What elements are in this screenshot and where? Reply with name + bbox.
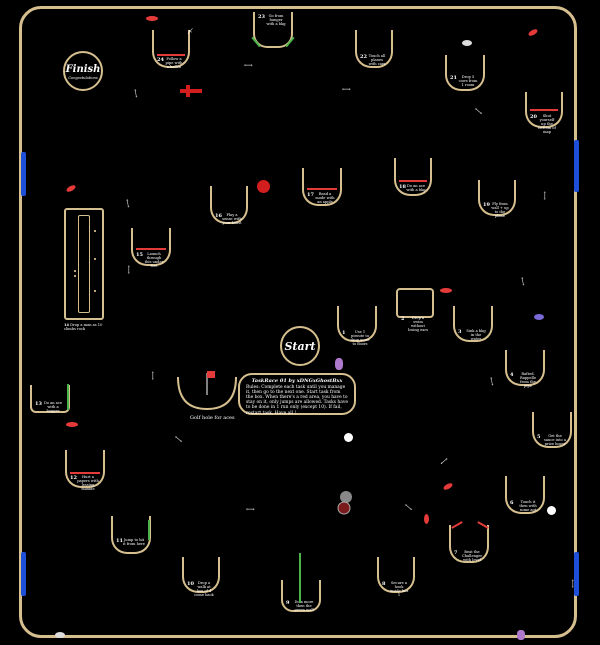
bone-icon: ⟷ <box>244 62 253 69</box>
bone-icon: ⟷ <box>518 276 527 287</box>
car-icon-1 <box>146 16 158 21</box>
task-16-cup: 16 Play a sense with your beast <box>210 186 248 225</box>
task-14-text: Drop a man as 10 climbs rock <box>64 323 103 331</box>
bird-icon <box>534 314 544 320</box>
bone-icon: ⟷ <box>123 198 132 209</box>
left-bumper-top <box>21 152 26 196</box>
plane-icon <box>180 85 202 97</box>
task-14-inner <box>78 215 90 313</box>
cannon-icon <box>337 491 352 515</box>
task-12-cup: 12 Hurt a papers with lessing maxide <box>65 450 105 491</box>
bone-icon: ⟷ <box>124 265 132 274</box>
bone-icon: ⟷ <box>131 88 140 99</box>
bone-icon: ⟷ <box>342 86 351 93</box>
task-14-num: 14 <box>64 323 70 327</box>
start-circle: Start <box>280 326 320 366</box>
task-22-cup: 22 Touch all planes with cars <box>355 30 393 68</box>
golf-hole <box>177 371 237 411</box>
bone-icon: ⟷ <box>487 376 496 387</box>
bone-icon: ⟷ <box>540 191 548 200</box>
task-1-cup: 1 Use 1 piroute to drop more to floors <box>337 306 377 346</box>
task-19-cup: 19 Fly from wall + up to the plane <box>478 180 516 218</box>
task-2-box: 2 Drop a swim without losing ears <box>396 288 434 332</box>
finish-title: Finish <box>65 64 101 75</box>
board-frame <box>19 6 577 638</box>
rules-title: TaskRace 01 by xDNGxGhostBxx <box>251 378 343 384</box>
player-icon-2 <box>335 358 343 370</box>
task-20-cup: 20 Shut yourself up the bottom of map <box>525 92 563 134</box>
soccer-ball-icon <box>344 433 353 442</box>
task-23-cup: 23 Go from hunger with a bkg <box>253 12 293 48</box>
task-18-cup: 18 Do an ace with a bkg <box>394 158 432 196</box>
task-9-cup: 9 Do a more then the green wall <box>281 580 321 612</box>
task-24-cup: 24 Follow a pipe with a ballon <box>152 30 190 69</box>
car-icon-5 <box>66 422 78 427</box>
task-7-cup: 7 Beat the Challenger with level <box>449 525 489 563</box>
right-bumper-top <box>574 140 579 192</box>
apple-icon <box>257 180 270 193</box>
task-5-cup: 5 Get the sauce into a prize hoser <box>532 412 572 448</box>
task-4-cup: 4 Rafted. Rappelle from the pipe <box>505 350 545 388</box>
car-icon-4 <box>440 288 452 293</box>
task-13-green-wall <box>67 384 69 410</box>
task-11-cup: 11 Jump to hit it from here <box>111 516 151 554</box>
task-3-cup: 3 Sink a bkg in the water <box>453 306 493 342</box>
task-13-cup: 13 Do an ace with a bogger <box>30 385 70 413</box>
task-11-green-wall <box>148 520 150 540</box>
task-10-cup: 10 Drop a walk at box of 4 come back <box>182 557 220 597</box>
cow-icon-2 <box>55 632 65 638</box>
car-icon-7 <box>424 514 429 524</box>
golf-flag-icon <box>207 371 215 378</box>
golf-hole-label: Golf hole for aces <box>190 415 235 421</box>
rules-panel: TaskRace 01 by xDNGxGhostBxx Rules: Comp… <box>238 373 356 416</box>
task-9-green-wall <box>299 553 301 603</box>
task-17-cup: 17 Read a mode with an apple <box>302 168 342 206</box>
player-icon <box>517 630 525 640</box>
cow-icon <box>462 40 472 46</box>
finish-circle: Finish Congratulations <box>63 51 103 91</box>
bone-icon: ⟷ <box>568 579 576 588</box>
rules-text: Rules: Complete each task until you mana… <box>246 385 348 416</box>
soccer-ball-icon-2 <box>547 506 556 515</box>
task-15-cup: 15 Launch through this under feet <box>131 228 171 268</box>
task-8-cup: 8 Secure a hook inside box 1 <box>377 557 415 597</box>
task-6-cup: 6 Touch it then with some agt <box>505 476 545 514</box>
task-14-label: 14 Drop a man as 10 climbs rock <box>64 323 108 331</box>
left-bumper-bottom <box>21 552 26 596</box>
bone-icon: ⟷ <box>246 506 255 513</box>
start-title: Start <box>284 340 316 353</box>
golf-hole-arc <box>177 376 237 411</box>
finish-subtitle: Congratulations <box>68 76 98 80</box>
task-21-cup: 21 Drop 5 cows from 1 room <box>445 55 485 91</box>
task-14-box <box>64 208 104 320</box>
right-bumper-bottom <box>574 552 579 596</box>
bone-icon: ⟷ <box>148 371 156 380</box>
